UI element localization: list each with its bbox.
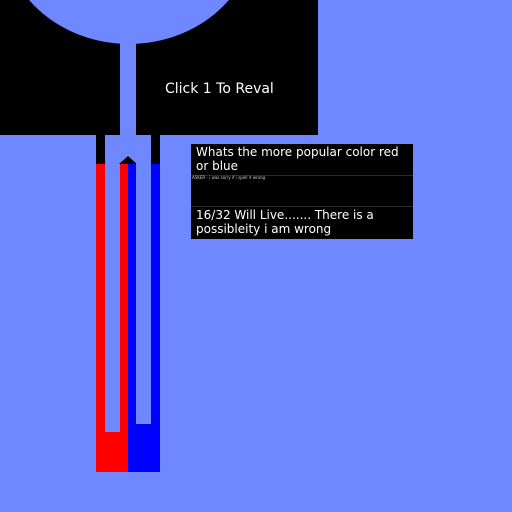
circle-cutout: [2, 0, 256, 44]
info-panel: Whats the more popular color red or blue…: [191, 144, 413, 239]
right-tube-wall: [151, 135, 160, 165]
red-fill-inner: [120, 164, 128, 434]
divider: [191, 175, 413, 176]
drop-slot: [120, 40, 136, 135]
left-tube-wall: [96, 135, 105, 165]
blue-fill-inner: [128, 164, 136, 426]
reveal-prompt[interactable]: Click 1 To Reval: [165, 81, 274, 97]
fine-print-text: ASKER - i was sorry if i spell it wrong: [192, 175, 266, 180]
divider: [191, 206, 413, 207]
right-tube-inner-gap: [136, 135, 151, 424]
red-fill-outer: [96, 164, 105, 472]
status-text: 16/32 Will Live....... There is a possib…: [196, 208, 374, 236]
left-tube-inner-gap: [105, 135, 120, 431]
question-text: Whats the more popular color red or blue: [196, 145, 399, 173]
blue-fill-outer: [151, 164, 160, 472]
red-fill-bottom: [96, 432, 128, 472]
top-panel[interactable]: Click 1 To Reval: [0, 0, 318, 135]
divider-arrow-icon: [119, 156, 137, 164]
blue-fill-bottom: [128, 424, 160, 472]
